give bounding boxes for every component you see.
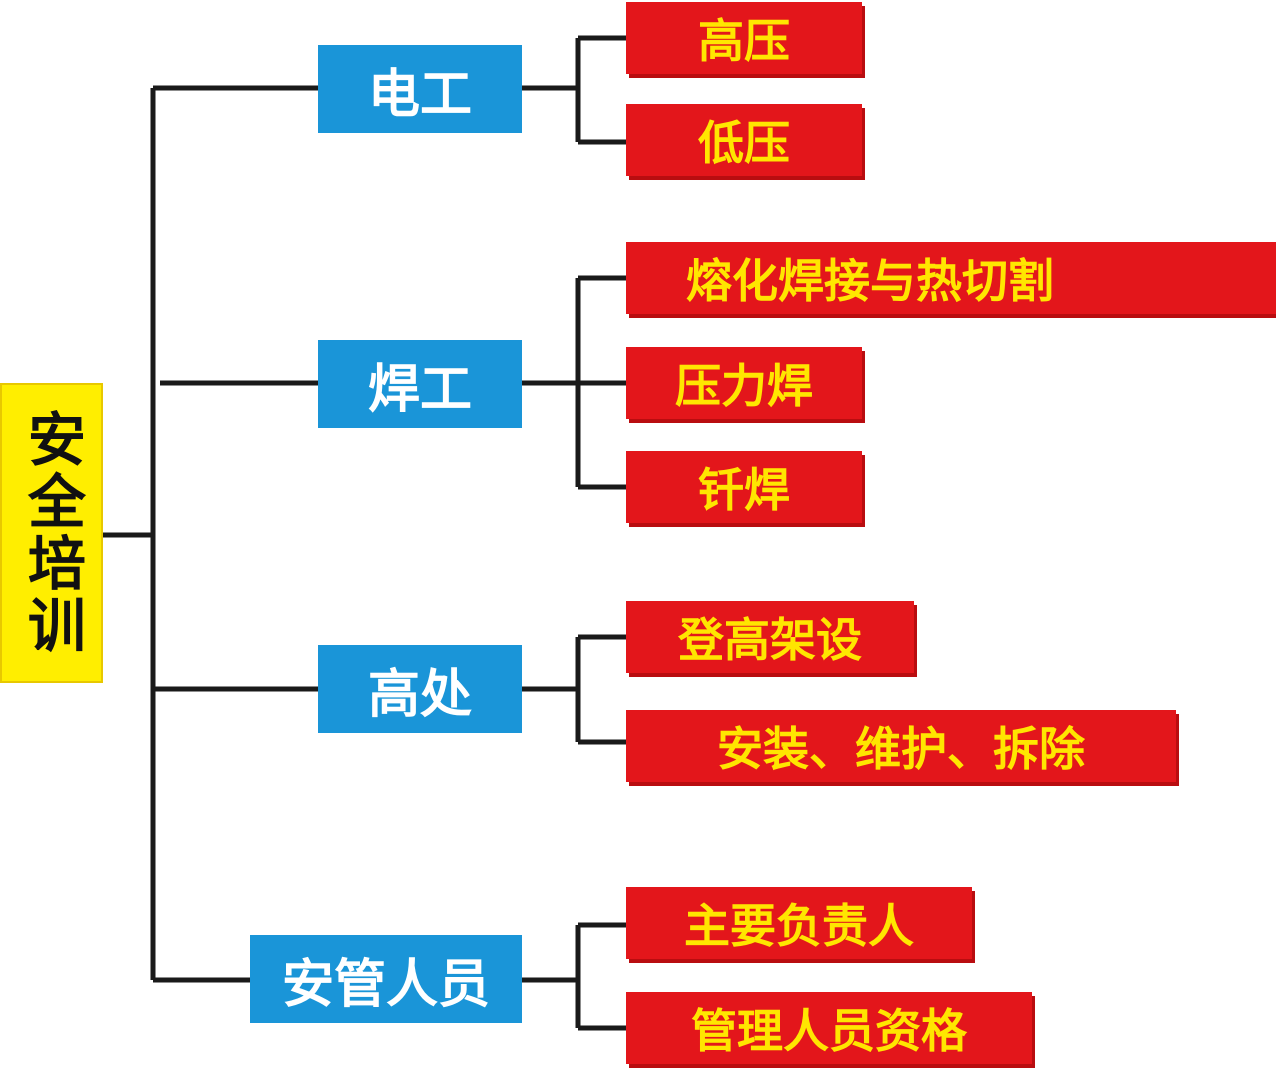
connector-branch-4 xyxy=(522,922,626,1031)
leaf-pressure-welding: 压力焊 xyxy=(626,347,862,419)
category-safety-management: 安管人员 xyxy=(250,935,522,1023)
leaf-fusion-welding-thermal-cutting: 熔化焊接与热切割 xyxy=(626,242,1276,314)
leaf-high-voltage: 高压 xyxy=(626,2,862,74)
leaf-install-maintain-dismantle: 安装、维护、拆除 xyxy=(626,710,1176,782)
leaf-principal-responsible-person: 主要负责人 xyxy=(626,887,972,959)
leaf-scaffold-erection: 登高架设 xyxy=(626,601,914,673)
category-height-work: 高处 xyxy=(318,645,522,733)
leaf-brazing: 钎焊 xyxy=(626,451,862,523)
connector-branch-3 xyxy=(522,634,626,745)
category-electrician: 电工 xyxy=(318,45,522,133)
connector-branch-1 xyxy=(522,35,626,145)
leaf-management-personnel-qualification: 管理人员资格 xyxy=(626,992,1032,1064)
category-welder: 焊工 xyxy=(318,340,522,428)
connector-branch-2 xyxy=(522,275,626,490)
root-node-safety-training: 安全培训 xyxy=(0,383,103,683)
leaf-low-voltage: 低压 xyxy=(626,104,862,176)
